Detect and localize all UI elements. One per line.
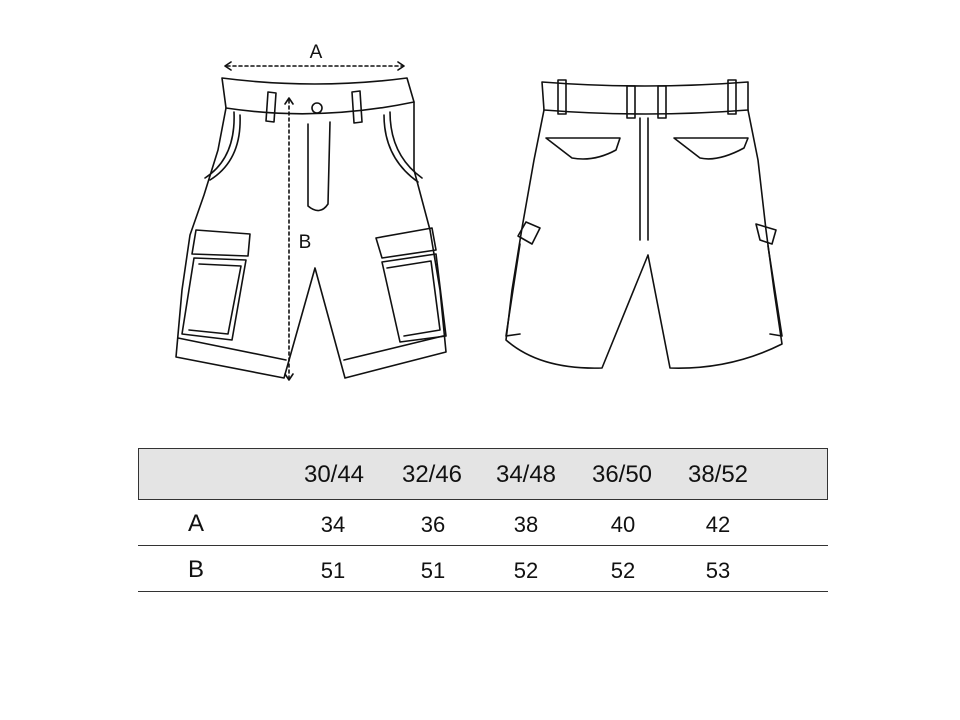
size-header-cell: 38/52	[687, 461, 749, 488]
table-row: A 34 36 38 40 42	[138, 500, 828, 546]
table-cell: 40	[610, 512, 636, 537]
table-cell: 52	[610, 558, 636, 583]
size-header-cell: 30/44	[303, 461, 365, 488]
table-row: B 51 51 52 52 53	[138, 546, 828, 592]
table-cell: 52	[513, 558, 539, 583]
table-cell: 53	[705, 558, 731, 583]
row-label: B	[188, 556, 205, 583]
row-label: A	[188, 510, 205, 537]
shorts-back-view	[505, 79, 783, 369]
table-cell: 38	[513, 512, 539, 537]
shorts-front-view	[175, 77, 447, 379]
size-header-cell: 36/50	[591, 461, 653, 488]
dimension-a-label: A	[310, 42, 323, 63]
table-cell: 34	[320, 512, 346, 537]
shorts-diagram: A B	[175, 42, 783, 381]
size-header-cell: 32/46	[401, 461, 463, 488]
dimension-b-arrowheads	[284, 97, 294, 381]
size-table-header: 30/44 32/46 34/48 36/50 38/52	[138, 448, 828, 500]
dimension-b-label: B	[299, 232, 312, 253]
size-header-cell: 34/48	[495, 461, 557, 488]
dimension-a-arrowheads	[224, 61, 405, 71]
table-cell: 36	[420, 512, 446, 537]
table-cell: 42	[705, 512, 731, 537]
table-cell: 51	[420, 558, 446, 583]
table-cell: 51	[320, 558, 346, 583]
size-table: 30/44 32/46 34/48 36/50 38/52 A 34 36 38…	[138, 448, 828, 592]
